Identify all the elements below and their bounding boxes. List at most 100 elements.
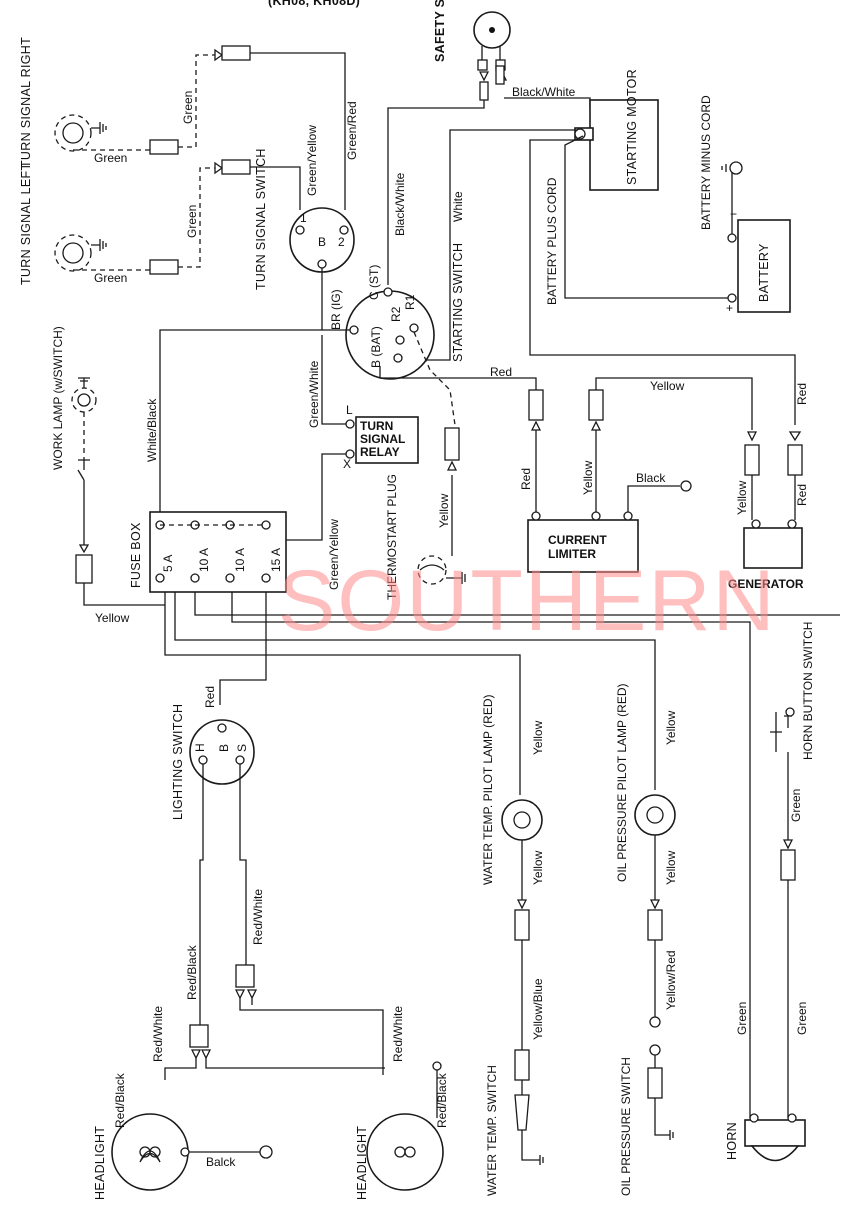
turn-signal-relay-label-line3: RELAY <box>360 445 400 459</box>
wire-label-yellow-1: Yellow <box>650 379 685 393</box>
wire-label-balck: Balck <box>206 1155 236 1169</box>
wire-label-yellow-op2: Yellow <box>664 850 678 885</box>
oil-pressure-pilot-lamp-label: OIL PRESSURE PILOT LAMP (RED) <box>615 683 629 882</box>
turn-signal-relay <box>345 416 419 464</box>
wire-label-green-right-2: Green <box>181 91 195 124</box>
turn-signal-relay-label-line2: SIGNAL <box>360 432 405 446</box>
fuse-15a: 15 A <box>269 548 283 572</box>
water-temp-switch-label: WATER TEMP. SWITCH <box>485 1065 499 1196</box>
ts-terminal-1: 1 <box>300 211 307 225</box>
wire-label-yellow-op1: Yellow <box>664 710 678 745</box>
wire-label-white: White <box>451 191 465 222</box>
relay-terminal-x: X <box>343 457 351 471</box>
turn-signal-right <box>54 114 107 152</box>
safety-starter-switch-label: SAFETY STARTER SWITCH <box>433 0 447 62</box>
wire-label-red-gen-2: Red <box>795 484 809 506</box>
oil-pressure-pilot-lamp <box>634 794 676 836</box>
ground-icon <box>729 161 743 175</box>
wire-label-black: Black <box>636 471 666 485</box>
turn-signal-right-label: TURN SIGNAL RIGHT <box>19 37 33 168</box>
wire-label-yellow-thermo: Yellow <box>437 493 451 528</box>
wire-label-black-white-mid: Black/White <box>393 172 407 236</box>
current-limiter-label-2: LIMITER <box>548 547 596 561</box>
wire-label-yellow-wt2: Yellow <box>531 850 545 885</box>
wire-label-yellow-gen: Yellow <box>735 480 749 515</box>
wire-label-green-horn2: Green <box>795 1002 809 1035</box>
lighting-switch-label: LIGHTING SWITCH <box>171 704 185 820</box>
starting-motor-label: STARTING MOTOR <box>625 69 639 185</box>
lighting-switch <box>189 719 255 785</box>
wire-label-red-white-hl2: Red/White <box>391 1006 405 1062</box>
wire-label-yellow-blue: Yellow/Blue <box>531 978 545 1040</box>
turn-signal-left-label: TURN SIGNAL LEFT <box>19 163 33 285</box>
battery-minus-terminal: − <box>730 207 737 221</box>
wire-label-red-1: Red <box>490 365 512 379</box>
horn-label: HORN <box>725 1122 739 1160</box>
ts-terminal-2: 2 <box>338 235 345 249</box>
work-lamp-label: WORK LAMP (w/SWITCH) <box>51 326 65 470</box>
safety-starter-switch <box>473 11 511 101</box>
battery-plus-terminal: + <box>726 301 733 315</box>
work-lamp <box>71 377 97 481</box>
water-temp-pilot-lamp-label: WATER TEMP. PILOT LAMP (RED) <box>481 695 495 885</box>
ls-terminal-b: B <box>217 744 231 752</box>
relay-terminal-l: L <box>346 403 353 417</box>
ss-terminal-c: C (ST) <box>367 265 381 300</box>
generator-label: GENERATOR <box>728 577 804 591</box>
wire-label-red-white-ls: Red/White <box>251 889 265 945</box>
wire-label-green-horn1: Green <box>789 789 803 822</box>
wire-label-green-yellow-mid: Green/Yellow <box>327 519 341 590</box>
wire-label-yellow-2: Yellow <box>581 460 595 495</box>
diagram-title: (KH08, KH08D) <box>268 0 360 8</box>
turn-signal-switch-label: TURN SIGNAL SWITCH <box>254 148 268 290</box>
fuse-box <box>149 511 287 593</box>
battery-label: BATTERY <box>757 243 771 302</box>
wire-label-green-left: Green <box>94 271 127 285</box>
generator <box>743 519 803 569</box>
wire-label-red-black-hl1: Red/Black <box>113 1072 127 1128</box>
wire-label-red-ls: Red <box>203 686 217 708</box>
ls-terminal-s: S <box>235 744 249 752</box>
wire-label-white-black: White/Black <box>145 398 159 462</box>
wire-label-green-right: Green <box>94 151 127 165</box>
ss-terminal-br: BR (IG) <box>329 289 343 330</box>
wire-label-red-2: Red <box>519 468 533 490</box>
ss-terminal-r1: R1 <box>403 294 417 310</box>
wire-label-yellow-red: Yellow/Red <box>664 950 678 1010</box>
fuse-10a-2: 10 A <box>233 548 247 572</box>
horn-button-switch <box>770 707 795 752</box>
wire-label-yellow-worklamp: Yellow <box>95 611 130 625</box>
current-limiter <box>527 511 639 573</box>
thermostart-plug-label: THERMOSTART PLUG <box>385 474 399 600</box>
fuse-10a-1: 10 A <box>197 548 211 572</box>
ls-terminal-h: H <box>193 743 207 752</box>
ss-terminal-b: B (BAT) <box>369 326 383 368</box>
wire-label-red-black-hl2: Red/Black <box>435 1072 449 1128</box>
headlight-left <box>111 1113 189 1191</box>
current-limiter-label-1: CURRENT <box>548 533 607 547</box>
turn-signal-switch <box>289 207 355 273</box>
battery <box>727 219 791 313</box>
fuse-5a: 5 A <box>161 555 175 572</box>
wire-label-green-red: Green/Red <box>345 101 359 160</box>
battery-minus-cord-label: BATTERY MINUS CORD <box>699 95 713 230</box>
oil-pressure-switch-label: OIL PRESSURE SWITCH <box>619 1057 633 1196</box>
ts-terminal-b: B <box>318 235 326 249</box>
horn <box>744 1113 806 1162</box>
wire-label-green-white: Green/White <box>307 360 321 428</box>
thermostart-plug <box>417 555 466 585</box>
wire-label-green-yellow-top: Green/Yellow <box>305 125 319 196</box>
headlight-left-label: HEADLIGHT <box>93 1126 107 1200</box>
headlight-right <box>366 1113 444 1191</box>
turn-signal-relay-label-line1: TURN <box>360 419 393 433</box>
wire-label-red-gen-1: Red <box>795 383 809 405</box>
water-temp-pilot-lamp <box>501 799 543 841</box>
wire-label-green-left-2: Green <box>185 205 199 238</box>
starting-motor <box>574 99 659 191</box>
starting-switch-label: STARTING SWITCH <box>451 243 465 362</box>
wire-label-yellow-wt1: Yellow <box>531 720 545 755</box>
watermark: SOUTHERN <box>278 553 777 649</box>
wire-label-green-horn3: Green <box>735 1002 749 1035</box>
starting-switch <box>345 287 435 380</box>
